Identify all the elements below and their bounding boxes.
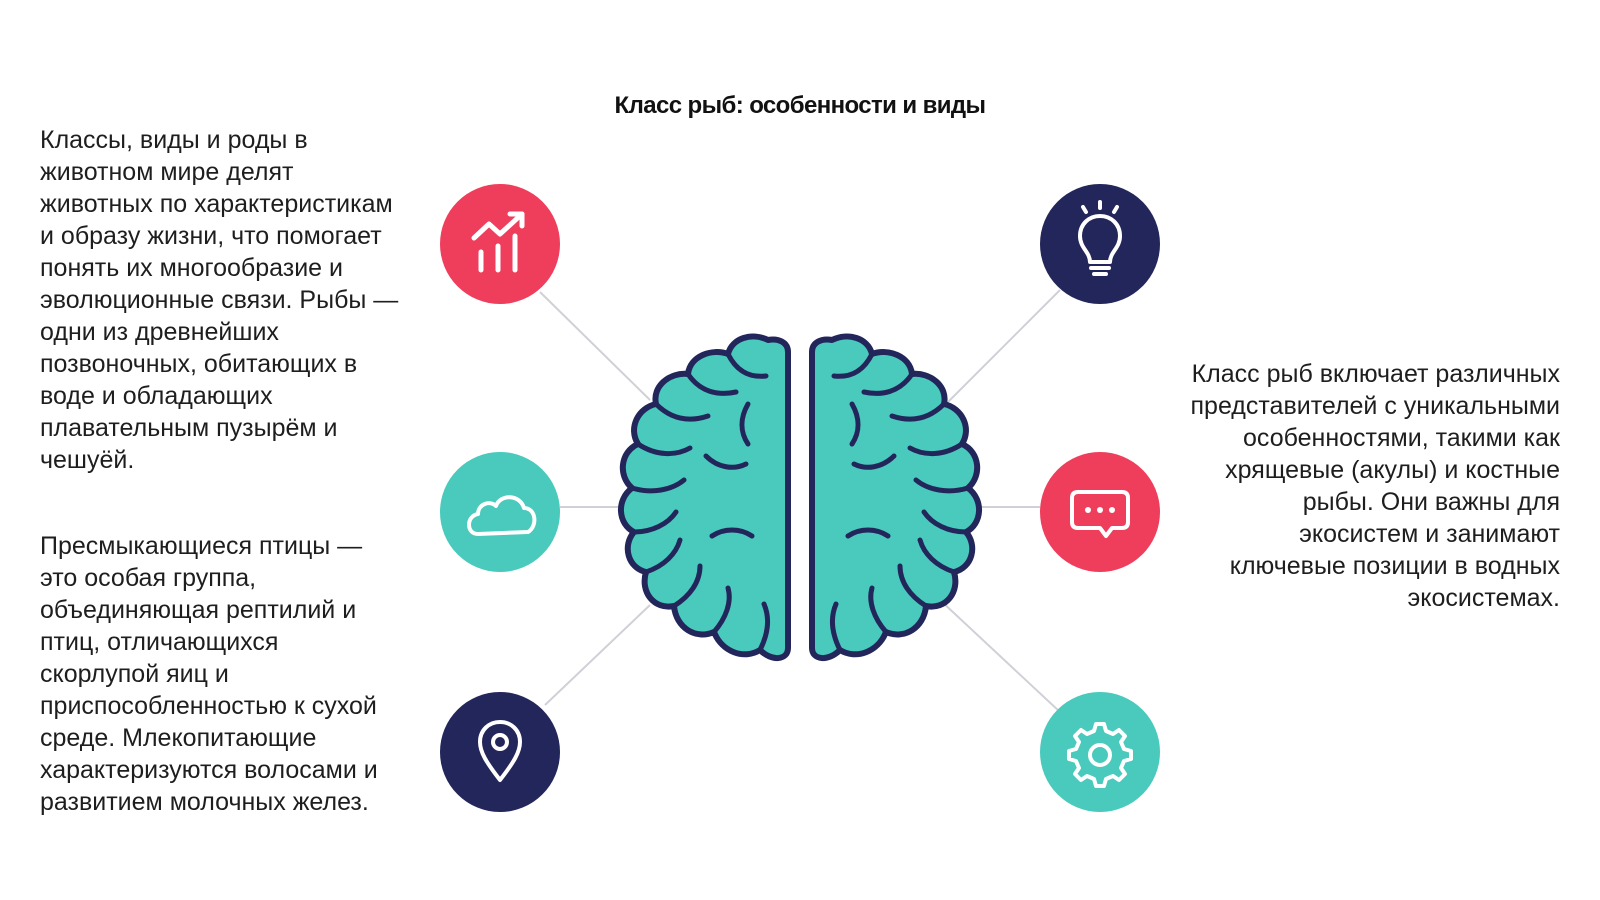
location-pin-icon [478,720,522,782]
connector-top-right [939,289,1061,411]
node-mid-right [1040,452,1160,572]
gear-icon [1067,722,1133,788]
page-title: Класс рыб: особенности и виды [614,92,986,119]
node-bottom-right [1040,692,1160,812]
node-top-right [1040,184,1160,304]
chat-bubble-icon [1070,490,1130,538]
connector-bottom-left [544,604,651,706]
lightbulb-icon [1078,200,1122,276]
connector-top-left [539,291,651,401]
left-paragraph-2: Пресмыкающиеся птицы — это особая группа… [40,532,378,816]
left-paragraph-1: Классы, виды и роды в животном мире деля… [40,126,399,474]
node-mid-left [440,452,560,572]
node-top-left [440,184,560,304]
right-paragraph: Класс рыб включает различных представите… [1190,360,1561,612]
connector-bottom-right [939,599,1061,713]
brain-icon [618,333,982,661]
connectors [539,289,1061,713]
node-bottom-left [440,692,560,812]
chart-growth-icon [471,211,525,273]
cloud-icon [467,495,537,536]
